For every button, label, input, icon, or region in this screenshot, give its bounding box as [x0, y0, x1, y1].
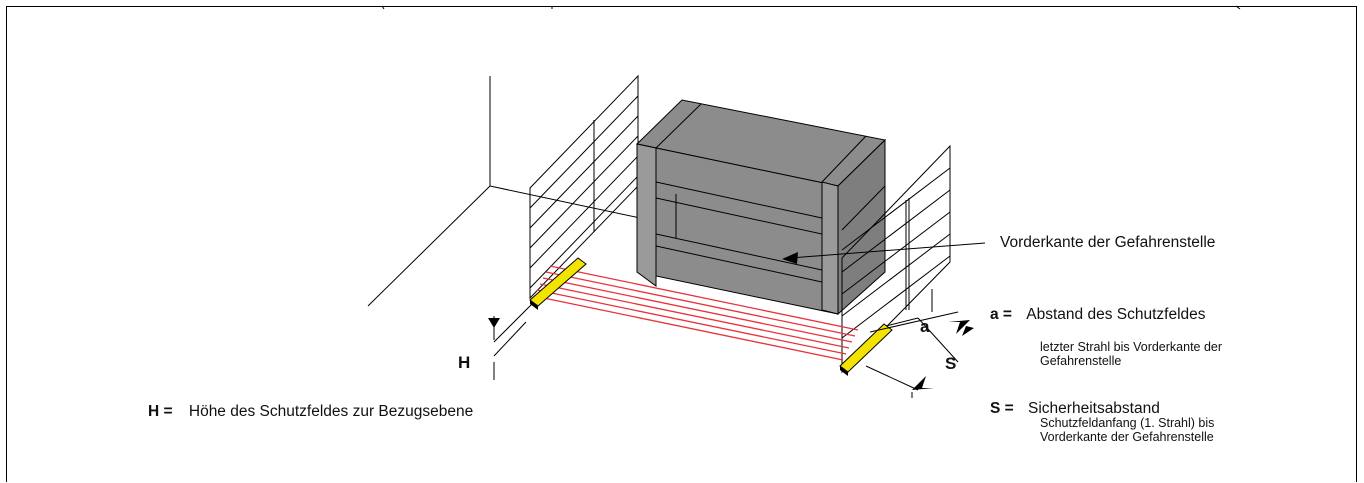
hazard-edge-label: Vorderkante der Gefahrenstelle — [1000, 234, 1216, 251]
dimension-arrows — [912, 320, 974, 390]
legend-a-desc-line2: Gefahrenstelle — [1040, 354, 1122, 368]
legend-s-desc-line1: Schutzfeldanfang (1. Strahl) bis — [1040, 416, 1215, 430]
emitter-sensor — [529, 257, 587, 310]
legend-s-title: Sicherheitsabstand — [1028, 400, 1160, 417]
legend-h-symbol: H = — [148, 403, 173, 420]
machine — [635, 99, 887, 316]
light-beams — [533, 265, 859, 361]
dimension-h — [493, 303, 533, 380]
diagram-frame — [6, 6, 1357, 482]
legend-h-title: Höhe des Schutzfeldes zur Bezugsebene — [188, 403, 474, 420]
legend-a: a = Abstand des Schutzfeldes — [990, 306, 1206, 324]
right-fence — [841, 144, 951, 374]
top-marks — [381, 5, 1241, 10]
legend-a-title: Abstand des Schutzfeldes — [1026, 306, 1206, 323]
legend-a-desc-line1: letzter Strahl bis Vorderkante der — [1040, 340, 1223, 354]
legend-a-symbol: a = — [990, 306, 1012, 323]
legend-h: H = Höhe des Schutzfeldes zur Bezugseben… — [148, 403, 473, 421]
dim-a-label: a — [920, 317, 930, 336]
dim-h-label: H — [458, 353, 471, 372]
legend-a-desc: letzter Strahl bis Vorderkante der Gefah… — [1040, 340, 1222, 368]
receiver-sensor — [839, 323, 893, 376]
h-arrow-icon — [488, 318, 500, 328]
legend-s-desc: Schutzfeldanfang (1. Strahl) bis Vorderk… — [1040, 416, 1214, 444]
dimension-lines — [865, 289, 959, 398]
dim-s-label: S — [945, 354, 957, 373]
room-lines — [367, 76, 641, 307]
legend-s: S = Sicherheitsabstand — [990, 400, 1160, 418]
legend-s-symbol: S = — [990, 400, 1014, 417]
legend-s-desc-line2: Vorderkante der Gefahrenstelle — [1040, 430, 1214, 444]
hazard-leader — [782, 242, 986, 264]
left-fence — [529, 74, 639, 300]
